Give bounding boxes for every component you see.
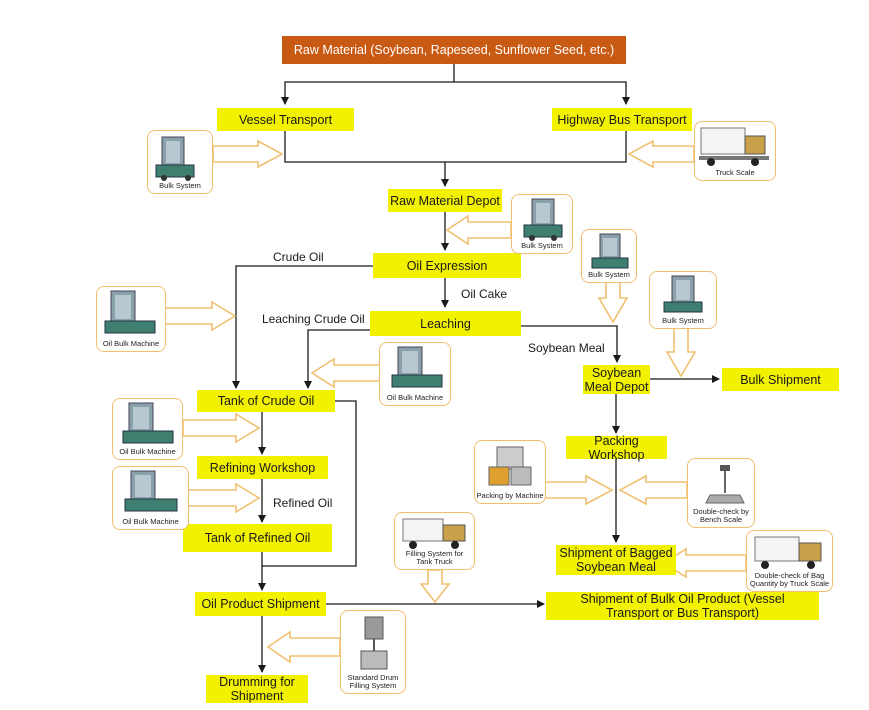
packing-machine-card: Packing by Machine — [474, 440, 546, 504]
packing-machine-icon — [488, 446, 532, 486]
bag-truck-scale-card: Double-check of Bag Quantity by Truck Sc… — [746, 530, 833, 592]
tank-crude-oil-box: Tank of Crude Oil — [197, 390, 335, 412]
filling-system-card: Filling System for Tank Truck — [394, 512, 475, 570]
meal-depot-label-line1: Soybean — [591, 365, 642, 380]
oil-bulk-machine-icon — [391, 346, 443, 388]
raw-material-depot-box: Raw Material Depot — [388, 189, 502, 212]
drum-filling-card: Standard Drum Filling System — [340, 610, 406, 694]
soybean-meal-label: Soybean Meal — [528, 341, 605, 355]
bag-truck-scale-caption-line1: Double-check of Bag — [754, 571, 825, 580]
bulk-system-caption: Bulk System — [662, 316, 704, 325]
bulk-system-card-depot: Bulk System — [511, 194, 573, 254]
bench-scale-card: Double-check by Bench Scale — [687, 458, 755, 528]
filling-system-caption-line1: Filling System for — [405, 549, 464, 558]
tank-refined-oil-box: Tank of Refined Oil — [183, 524, 332, 552]
bulk-system-icon — [663, 275, 703, 313]
drumming-shipment-box: Drumming for Shipment — [206, 675, 308, 703]
drumming-label-line2: Shipment — [230, 689, 284, 703]
raw-material-box: Raw Material (Soybean, Rapeseed, Sunflow… — [282, 36, 626, 64]
bench-scale-icon — [705, 465, 745, 504]
bagged-meal-label-line2: Soybean Meal — [576, 560, 656, 574]
truck-scale-card-highway: Truck Scale — [694, 121, 776, 181]
oil-bulk-machine-caption: Oil Bulk Machine — [122, 517, 179, 526]
oil-bulk-machine-card-2: Oil Bulk Machine — [379, 342, 451, 406]
refining-workshop-box: Refining Workshop — [197, 456, 328, 479]
tank-truck-icon — [402, 518, 466, 549]
oil-expression-box: Oil Expression — [373, 253, 521, 278]
bulk-system-icon — [155, 136, 195, 181]
bulk-shipment-box: Bulk Shipment — [722, 368, 839, 391]
bulk-system-card-bulk: Bulk System — [649, 271, 717, 329]
drumming-label-line1: Drumming for — [219, 675, 295, 689]
oil-bulk-machine-card-1: Oil Bulk Machine — [96, 286, 166, 352]
packing-machine-caption: Packing by Machine — [476, 491, 544, 500]
crude-oil-label: Crude Oil — [273, 250, 324, 264]
filling-system-caption: Filling System for Tank Truck — [395, 550, 474, 566]
vessel-transport-box: Vessel Transport — [217, 108, 354, 131]
oil-cake-label: Oil Cake — [461, 287, 508, 301]
bulk-oil-shipment-box: Shipment of Bulk Oil Product (Vessel Tra… — [546, 592, 819, 620]
oil-product-shipment-box: Oil Product Shipment — [195, 592, 326, 616]
bulk-system-icon — [523, 198, 563, 241]
bulk-system-card-meal: Bulk System — [581, 229, 637, 283]
oil-bulk-machine-card-4: Oil Bulk Machine — [112, 466, 189, 530]
truck-icon — [754, 536, 822, 569]
drum-filling-caption-line2: Filling System — [349, 681, 397, 690]
truck-scale-caption: Truck Scale — [715, 168, 755, 177]
oil-bulk-machine-card-3: Oil Bulk Machine — [112, 398, 183, 460]
oil-bulk-machine-caption: Oil Bulk Machine — [119, 447, 176, 456]
bench-scale-caption: Double-check by Bench Scale — [688, 508, 754, 524]
bulk-system-icon — [591, 233, 629, 269]
filling-system-caption-line2: Tank Truck — [416, 557, 453, 566]
packing-workshop-box: Packing Workshop — [566, 434, 667, 462]
bench-scale-caption-line2: Bench Scale — [699, 515, 743, 524]
bulk-system-caption: Bulk System — [588, 270, 630, 279]
oil-bulk-machine-icon — [122, 402, 174, 444]
bulk-system-card-vessel: Bulk System — [147, 130, 213, 194]
bag-truck-scale-caption-line2: Quantity by Truck Scale — [749, 579, 830, 588]
bulk-oil-label-line2: Transport or Bus Transport) — [605, 606, 760, 620]
bagged-soybean-meal-box: Shipment of Bagged Soybean Meal — [556, 545, 676, 575]
bench-scale-caption-line1: Double-check by — [693, 507, 749, 516]
bagged-meal-label-line1: Shipment of Bagged — [559, 546, 673, 560]
refined-oil-label: Refined Oil — [273, 496, 333, 510]
oil-bulk-machine-caption: Oil Bulk Machine — [386, 393, 444, 402]
leaching-box: Leaching — [370, 311, 521, 336]
drum-filling-caption: Standard Drum Filling System — [341, 674, 405, 690]
drum-filling-icon — [360, 616, 388, 670]
bulk-system-caption: Bulk System — [521, 241, 563, 250]
oil-bulk-machine-icon — [104, 290, 156, 334]
oil-bulk-machine-icon — [124, 470, 178, 512]
oil-bulk-machine-caption: Oil Bulk Machine — [102, 339, 160, 348]
meal-depot-label-line2: Meal Depot — [584, 379, 649, 394]
truck-icon — [699, 127, 769, 166]
bulk-system-caption: Bulk System — [159, 181, 201, 190]
drum-filling-caption-line1: Standard Drum — [347, 673, 399, 682]
bulk-oil-label-line1: Shipment of Bulk Oil Product (Vessel — [580, 592, 785, 606]
highway-bus-transport-box: Highway Bus Transport — [552, 108, 692, 131]
bag-truck-scale-caption: Double-check of Bag Quantity by Truck Sc… — [747, 572, 832, 588]
soybean-meal-depot-box: Soybean Meal Depot — [583, 365, 650, 394]
leaching-crude-oil-label: Leaching Crude Oil — [262, 312, 365, 326]
